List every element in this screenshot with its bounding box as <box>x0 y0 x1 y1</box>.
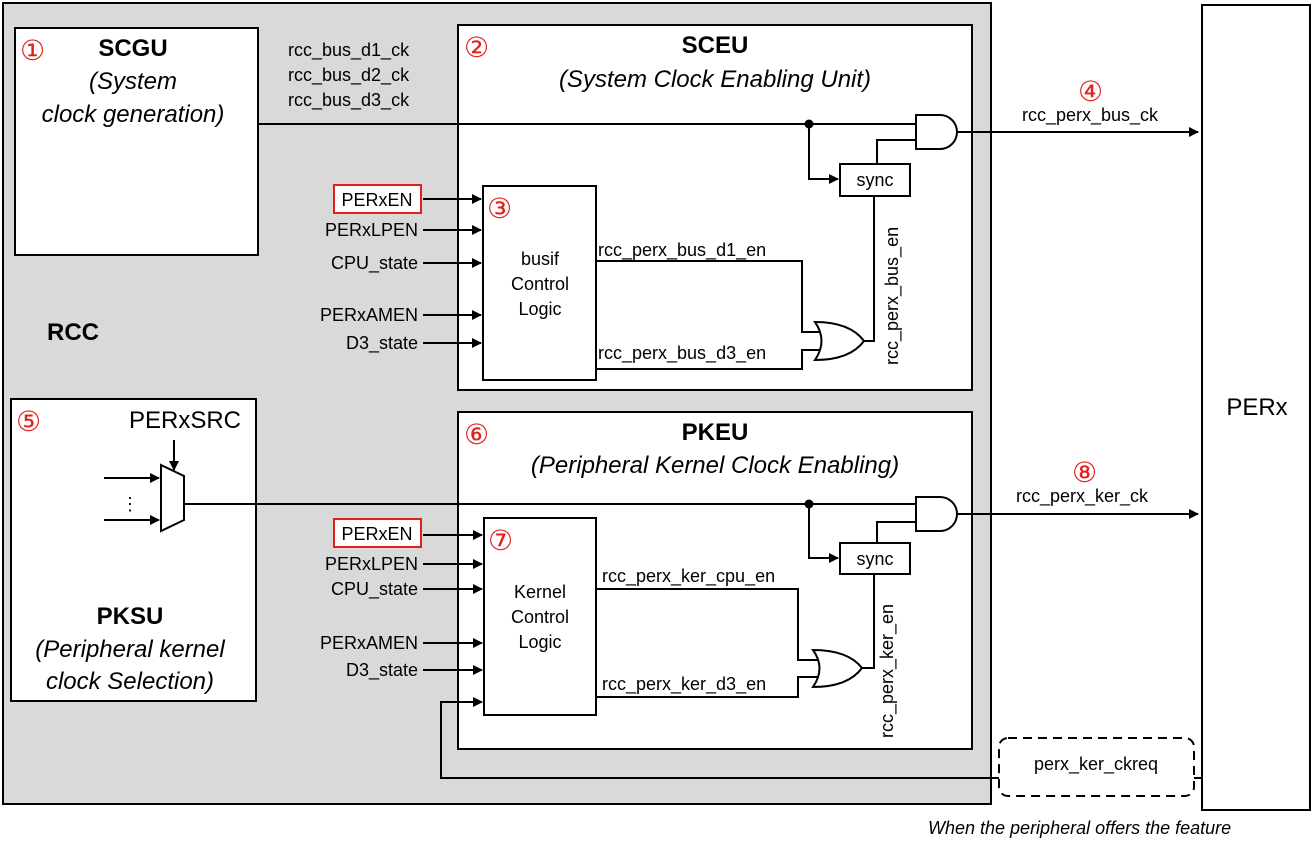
kernel-label-line1: Kernel <box>514 582 566 602</box>
busif-perxen-highlight <box>333 184 422 214</box>
sceu-sync-box <box>839 163 911 197</box>
kernel-input-perxamen: PERxAMEN <box>320 633 418 653</box>
busif-number: ③ <box>487 192 512 225</box>
sceu-number: ② <box>464 31 489 64</box>
busif-output-d1-en: rcc_perx_bus_d1_en <box>598 240 766 261</box>
pkeu-sync-box <box>839 542 911 575</box>
pksu-subtitle-line2: clock Selection) <box>46 668 214 695</box>
busif-output-d3-en: rcc_perx_bus_d3_en <box>598 343 766 364</box>
ckreq-dashed-box <box>998 737 1195 797</box>
mux-input-dots: ⋮ <box>121 494 139 514</box>
bus-out-number: ④ <box>1078 75 1103 108</box>
pksu-subtitle-line1: (Peripheral kernel <box>35 636 225 663</box>
kernel-perxen-highlight <box>333 518 422 548</box>
scgu-subtitle-line1: (System <box>89 68 177 95</box>
busif-input-d3-state: D3_state <box>346 333 418 354</box>
pksu-title: PKSU <box>97 603 164 630</box>
kernel-clock-mux <box>160 463 185 533</box>
busif-label-line1: busif <box>521 249 560 269</box>
pkeu-sync-label: sync <box>856 549 893 569</box>
bus-out-label: rcc_perx_bus_ck <box>1022 105 1159 126</box>
pkeu-subtitle: (Peripheral Kernel Clock Enabling) <box>531 452 899 479</box>
kernel-input-perxen: PERxEN <box>341 524 412 544</box>
pkeu-number: ⑥ <box>464 418 489 451</box>
kernel-input-perxlpen: PERxLPEN <box>325 554 418 574</box>
scgu-subtitle-line2: clock generation) <box>42 101 225 128</box>
scgu-block: ① SCGU (System clock generation) <box>14 27 259 256</box>
perx-block <box>1201 4 1311 811</box>
sceu-sync-label: sync <box>856 170 893 190</box>
sceu-subtitle: (System Clock Enabling Unit) <box>559 66 871 93</box>
kernel-and-gate <box>915 496 958 532</box>
pksu-block: ⑤ PERxSRC PKSU (Peripheral kernel clock … <box>10 398 257 702</box>
bus-and-gate <box>915 114 958 150</box>
sceu-title: SCEU <box>682 32 749 59</box>
bus-or-gate <box>813 320 866 362</box>
ckreq-note: When the peripheral offers the feature <box>928 818 1231 838</box>
busif-input-cpu-state: CPU_state <box>331 253 418 274</box>
kernel-number: ⑦ <box>488 524 513 557</box>
kernel-input-d3-state: D3_state <box>346 660 418 681</box>
kernel-output-d3-en: rcc_perx_ker_d3_en <box>602 674 766 695</box>
kernel-or-gate <box>811 648 864 689</box>
pkeu-title: PKEU <box>682 419 749 446</box>
kernel-out-number: ⑧ <box>1072 456 1097 489</box>
bus-enable-label: rcc_perx_bus_en <box>882 227 903 365</box>
bus-clock-label-d2: rcc_bus_d2_ck <box>288 65 410 86</box>
busif-input-perxlpen: PERxLPEN <box>325 220 418 240</box>
kernel-label-line2: Control <box>511 607 569 627</box>
ckreq-label: perx_ker_ckreq <box>1034 754 1158 775</box>
busif-label-line3: Logic <box>518 299 561 319</box>
bus-clock-label-d3: rcc_bus_d3_ck <box>288 90 410 111</box>
kernel-enable-label: rcc_perx_ker_en <box>877 604 898 738</box>
kernel-input-cpu-state: CPU_state <box>331 579 418 600</box>
kernel-label-line3: Logic <box>518 632 561 652</box>
rcc-label: RCC <box>47 319 99 346</box>
scgu-title: SCGU <box>98 35 167 62</box>
perx-label: PERx <box>1226 394 1287 421</box>
pksu-src-label: PERxSRC <box>129 407 241 434</box>
kernel-output-cpu-en: rcc_perx_ker_cpu_en <box>602 566 775 587</box>
kernel-out-label: rcc_perx_ker_ck <box>1016 486 1149 507</box>
pksu-number: ⑤ <box>16 405 41 438</box>
bus-clock-label-d1: rcc_bus_d1_ck <box>288 40 410 61</box>
scgu-number: ① <box>20 34 45 67</box>
kernel-control-logic-box <box>483 517 597 716</box>
busif-label-line2: Control <box>511 274 569 294</box>
busif-control-logic-box <box>482 185 597 381</box>
busif-input-perxen: PERxEN <box>341 190 412 210</box>
busif-input-perxamen: PERxAMEN <box>320 305 418 325</box>
